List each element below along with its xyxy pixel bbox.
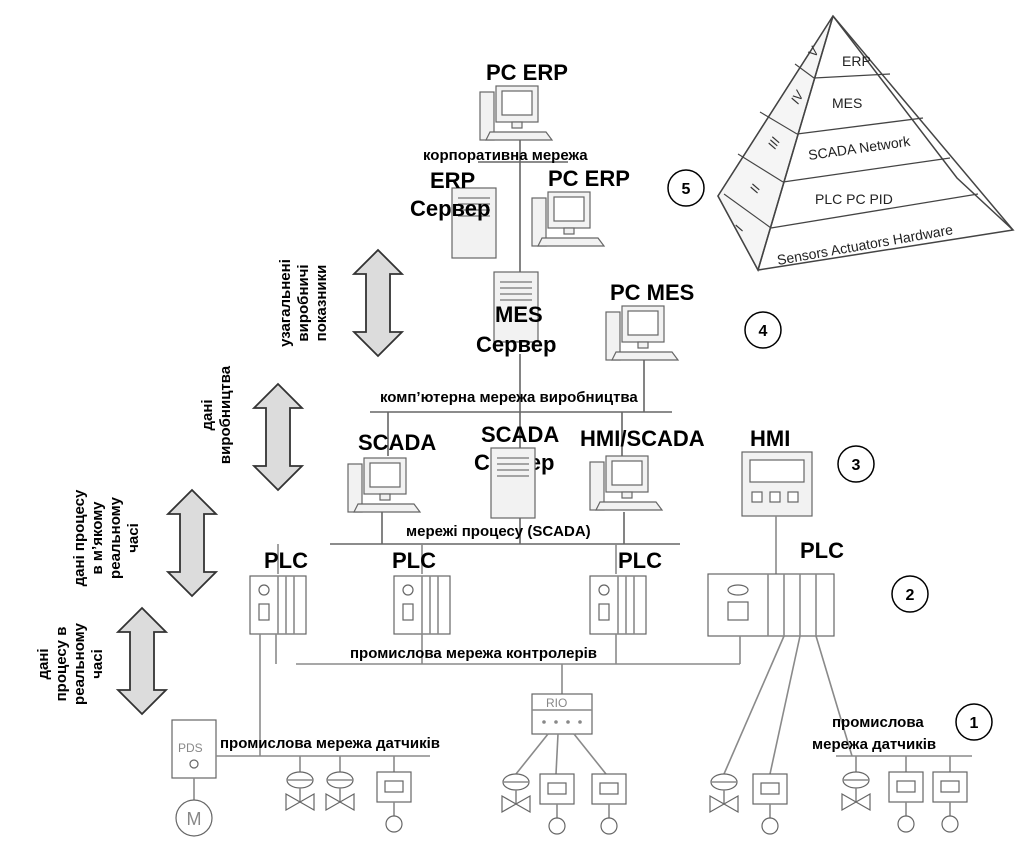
plc-3-icon xyxy=(589,575,647,635)
pc-erp-second-label: PC ERP xyxy=(548,166,630,191)
level-1-number: 1 xyxy=(970,715,979,732)
side-label-a: узагальнені виробничі показники xyxy=(277,259,330,347)
svg-text:дані процесу: дані процесу xyxy=(71,489,88,586)
pyramid-layer-mes: MES xyxy=(832,95,862,111)
level-4-badge xyxy=(744,311,782,349)
plc-3-label: PLC xyxy=(618,548,662,573)
level-5-badge xyxy=(667,169,705,207)
svg-text:процесу в: процесу в xyxy=(53,627,70,702)
svg-text:часі: часі xyxy=(89,649,106,679)
plc-4-icon xyxy=(707,573,835,637)
controller-network-label: промислова мережа контролерів xyxy=(350,645,597,662)
erp-server-label-line2: Сервер xyxy=(410,196,490,221)
motor-label: M xyxy=(187,809,202,829)
scada-pc-icon xyxy=(347,457,421,513)
svg-text:реальному: реальному xyxy=(107,496,124,579)
svg-text:дані: дані xyxy=(199,399,216,430)
mes-server-label-line1: MES xyxy=(495,302,543,327)
pc-erp-top-label: PC ERP xyxy=(486,60,568,85)
level-mes: MES Сервер PC MES комп’ютерна мережа вир… xyxy=(370,271,782,413)
sensor-network-left-label: промислова мережа датчиків xyxy=(220,735,440,752)
scada-server-icon xyxy=(490,447,536,519)
double-arrow-icon xyxy=(115,606,169,716)
level-5-number: 5 xyxy=(682,181,691,198)
transmitter-icon xyxy=(591,773,627,835)
double-arrow-icon xyxy=(351,248,405,358)
level-3-badge xyxy=(837,445,875,483)
corporate-network-label: корпоративна мережа xyxy=(423,147,588,164)
level-3-number: 3 xyxy=(852,457,861,474)
plc-2-icon xyxy=(393,575,451,635)
plc-1-label: PLC xyxy=(264,548,308,573)
svg-text:реальному: реальному xyxy=(71,622,88,705)
erp-server-label-line1: ERP xyxy=(430,168,475,193)
level-2-badge xyxy=(891,575,929,613)
pyramid-numeral-i: I xyxy=(732,223,747,234)
valve-icon xyxy=(841,771,871,811)
sensor-network-right-label-line2: мережа датчиків xyxy=(812,736,936,753)
scada-label: SCADA xyxy=(358,430,436,455)
transmitter-icon xyxy=(888,771,924,833)
side-label-c: дані процесу в м’якому реальному часі xyxy=(71,489,142,586)
double-arrow-icon xyxy=(165,488,219,598)
double-arrow-icon xyxy=(251,382,305,492)
svg-text:часі: часі xyxy=(125,523,142,553)
pc-mes-label: PC MES xyxy=(610,280,694,305)
sensor-network-right-label-line1: промислова xyxy=(832,714,924,731)
transmitter-icon xyxy=(376,771,412,833)
svg-text:виробничі: виробничі xyxy=(295,264,312,341)
plc-2-label: PLC xyxy=(392,548,436,573)
pyramid: ERP MES SCADA Network PLC PC PID Sensors… xyxy=(717,14,1015,272)
valve-icon xyxy=(325,771,355,811)
svg-text:узагальнені: узагальнені xyxy=(277,259,294,347)
svg-text:показники: показники xyxy=(313,265,330,342)
hmi-scada-label: HMI/SCADA xyxy=(580,426,705,451)
transmitter-icon xyxy=(752,773,788,835)
rio-label: RIO xyxy=(546,696,567,710)
pyramid-layer-plc: PLC PC PID xyxy=(815,191,893,207)
valve-icon xyxy=(709,773,739,813)
level-plc: PLC PLC PLC PLC промислова мережа контро… xyxy=(249,516,929,665)
svg-text:в м’якому: в м’якому xyxy=(89,501,106,575)
process-network-label: мережі процесу (SCADA) xyxy=(406,523,591,540)
side-label-b: дані виробництва xyxy=(199,365,234,464)
scada-server-label-line1: SCADA xyxy=(481,422,559,447)
pds-label: PDS xyxy=(178,741,203,755)
rio-icon xyxy=(531,693,593,735)
plc-1-icon xyxy=(249,575,307,635)
mes-server-label-line2: Сервер xyxy=(476,332,556,357)
level-1-badge xyxy=(955,703,993,741)
level-scada: SCADA SCADA Сервер HMI/SCADA HMI мережі … xyxy=(330,412,875,545)
data-flow-arrows: узагальнені виробничі показники дані вир… xyxy=(35,248,405,716)
motor-icon xyxy=(175,799,213,837)
transmitter-icon xyxy=(539,773,575,835)
pc-erp-second-icon xyxy=(531,191,605,247)
level-2-number: 2 xyxy=(906,587,915,604)
pc-mes-icon xyxy=(605,305,679,361)
hmi-label: HMI xyxy=(750,426,790,451)
hmi-scada-pc-icon xyxy=(589,455,663,511)
side-label-d: дані процесу в реальному часі xyxy=(35,622,106,705)
svg-text:дані: дані xyxy=(35,648,52,679)
production-network-label: комп’ютерна мережа виробництва xyxy=(380,389,638,406)
pyramid-layer-erp: ERP xyxy=(842,53,871,69)
transmitter-icon xyxy=(932,771,968,833)
level-sensors: PDS M промислова мережа датчиків RIO xyxy=(171,634,993,837)
level-erp: PC ERP корпоративна мережа ERP Сервер PC… xyxy=(410,60,705,282)
valve-icon xyxy=(285,771,315,811)
level-4-number: 4 xyxy=(759,323,768,340)
plc-4-label: PLC xyxy=(800,538,844,563)
svg-text:виробництва: виробництва xyxy=(217,365,234,464)
pc-erp-top-icon xyxy=(479,85,553,141)
valve-icon xyxy=(501,773,531,813)
